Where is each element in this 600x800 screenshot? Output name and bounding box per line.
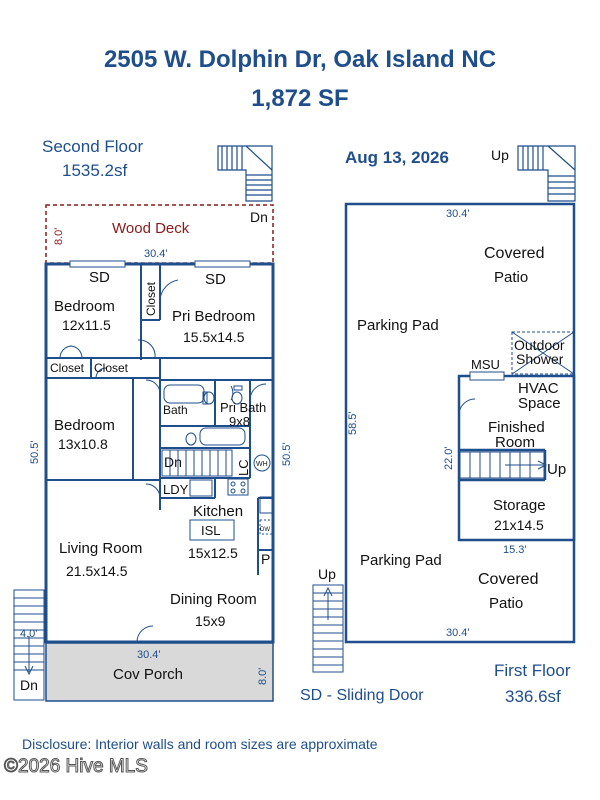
laundry-label: LDY — [163, 482, 189, 497]
inner-height-dim: 22.0' — [443, 446, 455, 470]
left-height-dim: 50.5' — [29, 440, 41, 464]
second-floor-area: 1535.2sf — [62, 161, 128, 180]
porch-dn-label: Dn — [20, 677, 38, 693]
closet-a-label: Closet — [50, 361, 85, 375]
parking-pad-top-label: Parking Pad — [357, 317, 439, 334]
pri-bath-label: Pri Bath — [220, 400, 266, 415]
first-floor-up-left-label: Up — [318, 566, 336, 582]
covered-porch — [45, 642, 274, 702]
pantry-label: P — [261, 551, 270, 567]
plan-date: Aug 13, 2026 — [345, 148, 449, 167]
deck-depth-dim: 8.0' — [53, 228, 65, 245]
outdoor-shower — [511, 331, 575, 375]
stair-left-second-floor — [13, 589, 45, 701]
sliding-doors — [69, 260, 251, 268]
storage-label: Storage — [493, 497, 546, 514]
bedroom1-size: 12x11.5 — [62, 317, 111, 333]
shower-label: Shower — [516, 351, 564, 367]
stairs-dn-label: Dn — [164, 454, 182, 470]
space-label: Space — [518, 395, 561, 412]
parking-pad-bottom-label: Parking Pad — [360, 552, 442, 569]
room-label: Room — [495, 434, 535, 451]
second-floor-label: Second Floor — [42, 137, 144, 156]
first-floor-left-height-dim: 58.5' — [347, 411, 359, 435]
covered-top-label: Covered — [484, 245, 544, 262]
sd-left-label: SD — [89, 269, 110, 286]
porch-depth-dim: 8.0' — [257, 668, 269, 685]
living-room-size: 21.5x14.5 — [66, 563, 128, 579]
door-swings — [59, 279, 267, 643]
island-label: ISL — [201, 523, 221, 538]
living-room-label: Living Room — [59, 540, 142, 557]
second-floor-stairs — [161, 449, 271, 477]
pri-bedroom-label: Pri Bedroom — [172, 308, 255, 325]
linen-closet-label: LC — [236, 459, 251, 476]
deck-dn-label: Dn — [250, 209, 268, 225]
sliding-door-legend: SD - Sliding Door — [300, 687, 424, 704]
first-floor-up-top-label: Up — [491, 147, 509, 163]
kitchen-label: Kitchen — [193, 503, 243, 520]
pri-bedroom-size: 15.5x14.5 — [183, 329, 245, 345]
covered-bottom-label: Covered — [478, 571, 538, 588]
dishwasher-label: DW — [260, 527, 270, 533]
deck-width-dim: 30.4' — [144, 248, 168, 260]
bedroom2-label: Bedroom — [54, 417, 115, 434]
stair-top-first-floor — [517, 145, 576, 202]
disclosure-text: Disclosure: Interior walls and room size… — [22, 736, 378, 752]
stair-left-first-floor — [312, 584, 344, 673]
first-floor-label: First Floor — [494, 661, 571, 680]
stair-width-dim: 4.0' — [20, 628, 37, 640]
outdoor-label: Outdoor — [514, 337, 565, 353]
bottom-width-dim: 30.4' — [137, 649, 161, 661]
finished-label: Finished — [488, 419, 545, 436]
first-floor-area: 336.6sf — [505, 687, 561, 706]
bedroom2-size: 13x10.8 — [58, 436, 108, 452]
msu-label: MSU — [471, 357, 500, 372]
stair-top-second-floor — [217, 145, 273, 202]
dining-room-label: Dining Room — [170, 591, 257, 608]
kitchen-size: 15x12.5 — [188, 545, 238, 561]
bedroom1-label: Bedroom — [54, 298, 115, 315]
storage-size: 21x14.5 — [494, 517, 544, 533]
mls-watermark: ©2026 Hive MLS — [4, 756, 149, 778]
first-floor-top-width-dim: 30.4' — [446, 208, 470, 220]
dining-room-size: 15x9 — [195, 613, 226, 629]
right-height-dim: 50.5' — [281, 442, 293, 466]
inner-width-dim: 15.3' — [503, 544, 527, 556]
hvac-label: HVAC — [518, 380, 559, 397]
patio-bottom-label: Patio — [489, 595, 523, 612]
first-floor-bottom-width-dim: 30.4' — [446, 627, 470, 639]
plan-total-area: 1,872 SF — [251, 85, 349, 112]
msu-unit — [458, 371, 505, 416]
wood-deck-label: Wood Deck — [112, 220, 190, 237]
covered-porch-label: Cov Porch — [113, 666, 183, 683]
kitchen-fixtures — [189, 478, 274, 541]
wood-deck-outline — [45, 204, 274, 264]
first-floor-stairs — [459, 451, 548, 479]
bath-fixtures — [163, 384, 246, 446]
sd-right-label: SD — [205, 271, 226, 288]
finished-room-up-label: Up — [547, 461, 566, 478]
bath-label: Bath — [163, 403, 188, 417]
water-heater-label: WH — [256, 461, 268, 468]
pri-bath-size: 9x8 — [229, 414, 250, 429]
plan-address: 2505 W. Dolphin Dr, Oak Island NC — [103, 46, 497, 73]
closet-b-label: Closet — [94, 361, 129, 375]
closet-vertical-label: Closet — [144, 281, 158, 316]
patio-top-label: Patio — [494, 269, 528, 286]
